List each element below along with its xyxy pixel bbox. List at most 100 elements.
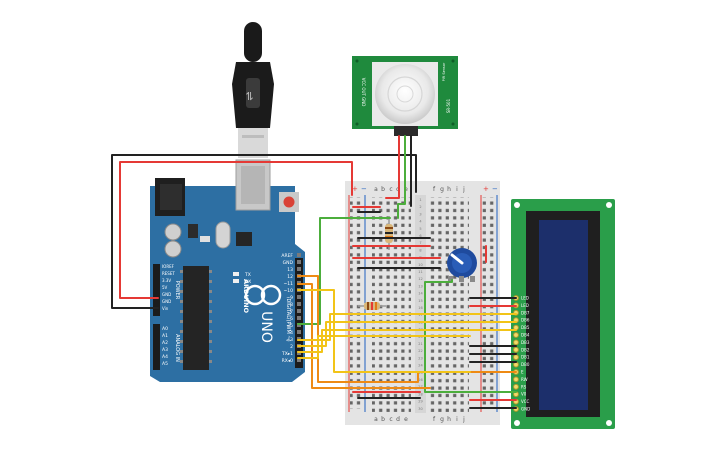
lcd-pin[interactable] (513, 339, 519, 346)
column-label-bottom: e (404, 416, 408, 423)
svg-text:⇌: ⇌ (243, 91, 256, 100)
analog-pin-label: A2 (162, 340, 168, 346)
digital-pin-socket[interactable] (297, 330, 301, 334)
column-label-top: i (456, 186, 458, 193)
row-number-label: 14 (418, 292, 423, 296)
digital-pin-socket[interactable] (297, 316, 301, 320)
lcd-pin-label: DB5 (521, 325, 530, 330)
row-number-label: 3 (419, 212, 421, 216)
column-label-top: a (374, 186, 378, 193)
lcd-pin-label: LED (521, 296, 529, 301)
usb-cable: ⇌ (232, 22, 274, 158)
pir-side-text: PIR Sensor (442, 62, 446, 81)
wire-pir-out (397, 135, 406, 219)
rail-minus-right: − (492, 185, 498, 193)
potentiometer[interactable] (447, 248, 477, 282)
lcd-pin[interactable] (513, 376, 519, 383)
wire-black-gnd-loop (111, 154, 417, 309)
wire-orange-11 (297, 283, 431, 389)
row-number-label: 11 (418, 270, 422, 274)
row-number-label: 23 (418, 356, 422, 360)
lcd-pin[interactable] (513, 354, 519, 361)
digital-pin-socket[interactable] (297, 358, 301, 362)
power-pin-label: Vin (162, 306, 169, 311)
digital-pin-label: ~6 (286, 316, 293, 322)
analog-pin-label: A1 (162, 333, 168, 339)
arduino-brand-text: ARDUINO (242, 279, 250, 314)
column-label-bottom: i (456, 416, 458, 423)
digital-pin-socket[interactable] (297, 302, 301, 306)
power-pin-label: RESET (162, 271, 175, 276)
row-number-label: 15 (418, 299, 422, 303)
wire-yellow-2 (297, 335, 471, 359)
digital-pin-label: 13 (287, 267, 293, 273)
rail-plus-right: + (483, 185, 489, 193)
digital-pin-socket[interactable] (297, 260, 301, 264)
column-label-top: e (404, 186, 408, 193)
lcd-pin-label: DB7 (521, 310, 530, 315)
lcd-pin[interactable] (513, 383, 519, 390)
wires (111, 135, 517, 409)
lcd-pin-label: DB6 (521, 318, 530, 323)
resistor-horizontal[interactable] (358, 302, 386, 310)
column-label-top: h (447, 186, 451, 193)
lcd-pin[interactable] (513, 346, 519, 353)
digital-pin-label: ~9 (286, 295, 293, 301)
column-label-bottom: g (440, 416, 444, 423)
analog-pin-label: A4 (162, 354, 168, 360)
digital-pin-socket[interactable] (297, 309, 301, 313)
column-label-top: b (381, 186, 385, 193)
digital-pin-label: 4 (290, 330, 293, 336)
lcd-pin[interactable] (513, 332, 519, 338)
lcd-display[interactable]: LEDLEDDB7DB6DB5DB4DB3DB2DB1DB0ERWRSV0VCC… (511, 199, 615, 429)
digital-pin-socket[interactable] (297, 295, 301, 299)
digital-pin-socket[interactable] (297, 253, 301, 257)
row-number-label: 10 (418, 263, 422, 267)
power-pin-label: GND (162, 292, 171, 297)
row-number-label: 30 (418, 407, 422, 411)
digital-pin-label: 8 (290, 302, 293, 308)
wire-green-signal (297, 217, 391, 325)
pir-right-text: SR-501 (446, 98, 451, 113)
digital-pin-label: ~3 (286, 337, 293, 343)
row-number-label: 13 (418, 284, 422, 288)
digital-pin-label: 12 (287, 274, 293, 280)
wire-yellow-4 (297, 321, 517, 347)
digital-pin-label: RX◂0 (282, 358, 293, 364)
digital-pin-socket[interactable] (297, 267, 301, 271)
digital-pin-label: ~11 (284, 281, 294, 287)
wire-yellow-loop (297, 289, 471, 373)
row-number-label: 5 (419, 227, 421, 231)
wire-red-5v-loop (119, 161, 353, 299)
digital-pin-label: ~5 (286, 323, 293, 329)
power-pin-label: 3.3V (162, 278, 171, 283)
lcd-pin-label: GND (521, 407, 530, 412)
column-label-top: f (433, 186, 436, 193)
wire-green-pot-v0 (424, 279, 517, 393)
column-label-top: c (389, 186, 392, 193)
column-label-bottom: c (389, 416, 392, 423)
column-label-top: g (440, 186, 444, 193)
wire-yellow-3 (297, 329, 517, 353)
wire-yellow-5 (297, 313, 517, 341)
row-number-label: 24 (418, 364, 423, 368)
digital-pin-label: AREF (281, 253, 293, 259)
digital-pin-label: 7 (290, 309, 293, 315)
pir-sensor[interactable]: VCC OUT GND SR-501 PIR Sensor (352, 56, 458, 136)
lcd-pin-label: E (521, 370, 524, 375)
column-label-bottom: h (447, 416, 451, 423)
arduino-uno-board[interactable]: UNO ARDUINO DIGITAL (PWM ~) POWER ANALOG… (150, 159, 305, 382)
row-number-label: 21 (418, 342, 422, 346)
column-label-bottom: d (396, 416, 400, 423)
column-label-bottom: f (433, 416, 436, 423)
analog-label: ANALOG IN (174, 334, 180, 362)
digital-pin-label: TX▸1 (281, 351, 293, 357)
digital-pin-label: GND (283, 260, 294, 266)
digital-pin-label: 2 (290, 344, 293, 350)
lcd-pin-label: VCC (521, 399, 530, 404)
